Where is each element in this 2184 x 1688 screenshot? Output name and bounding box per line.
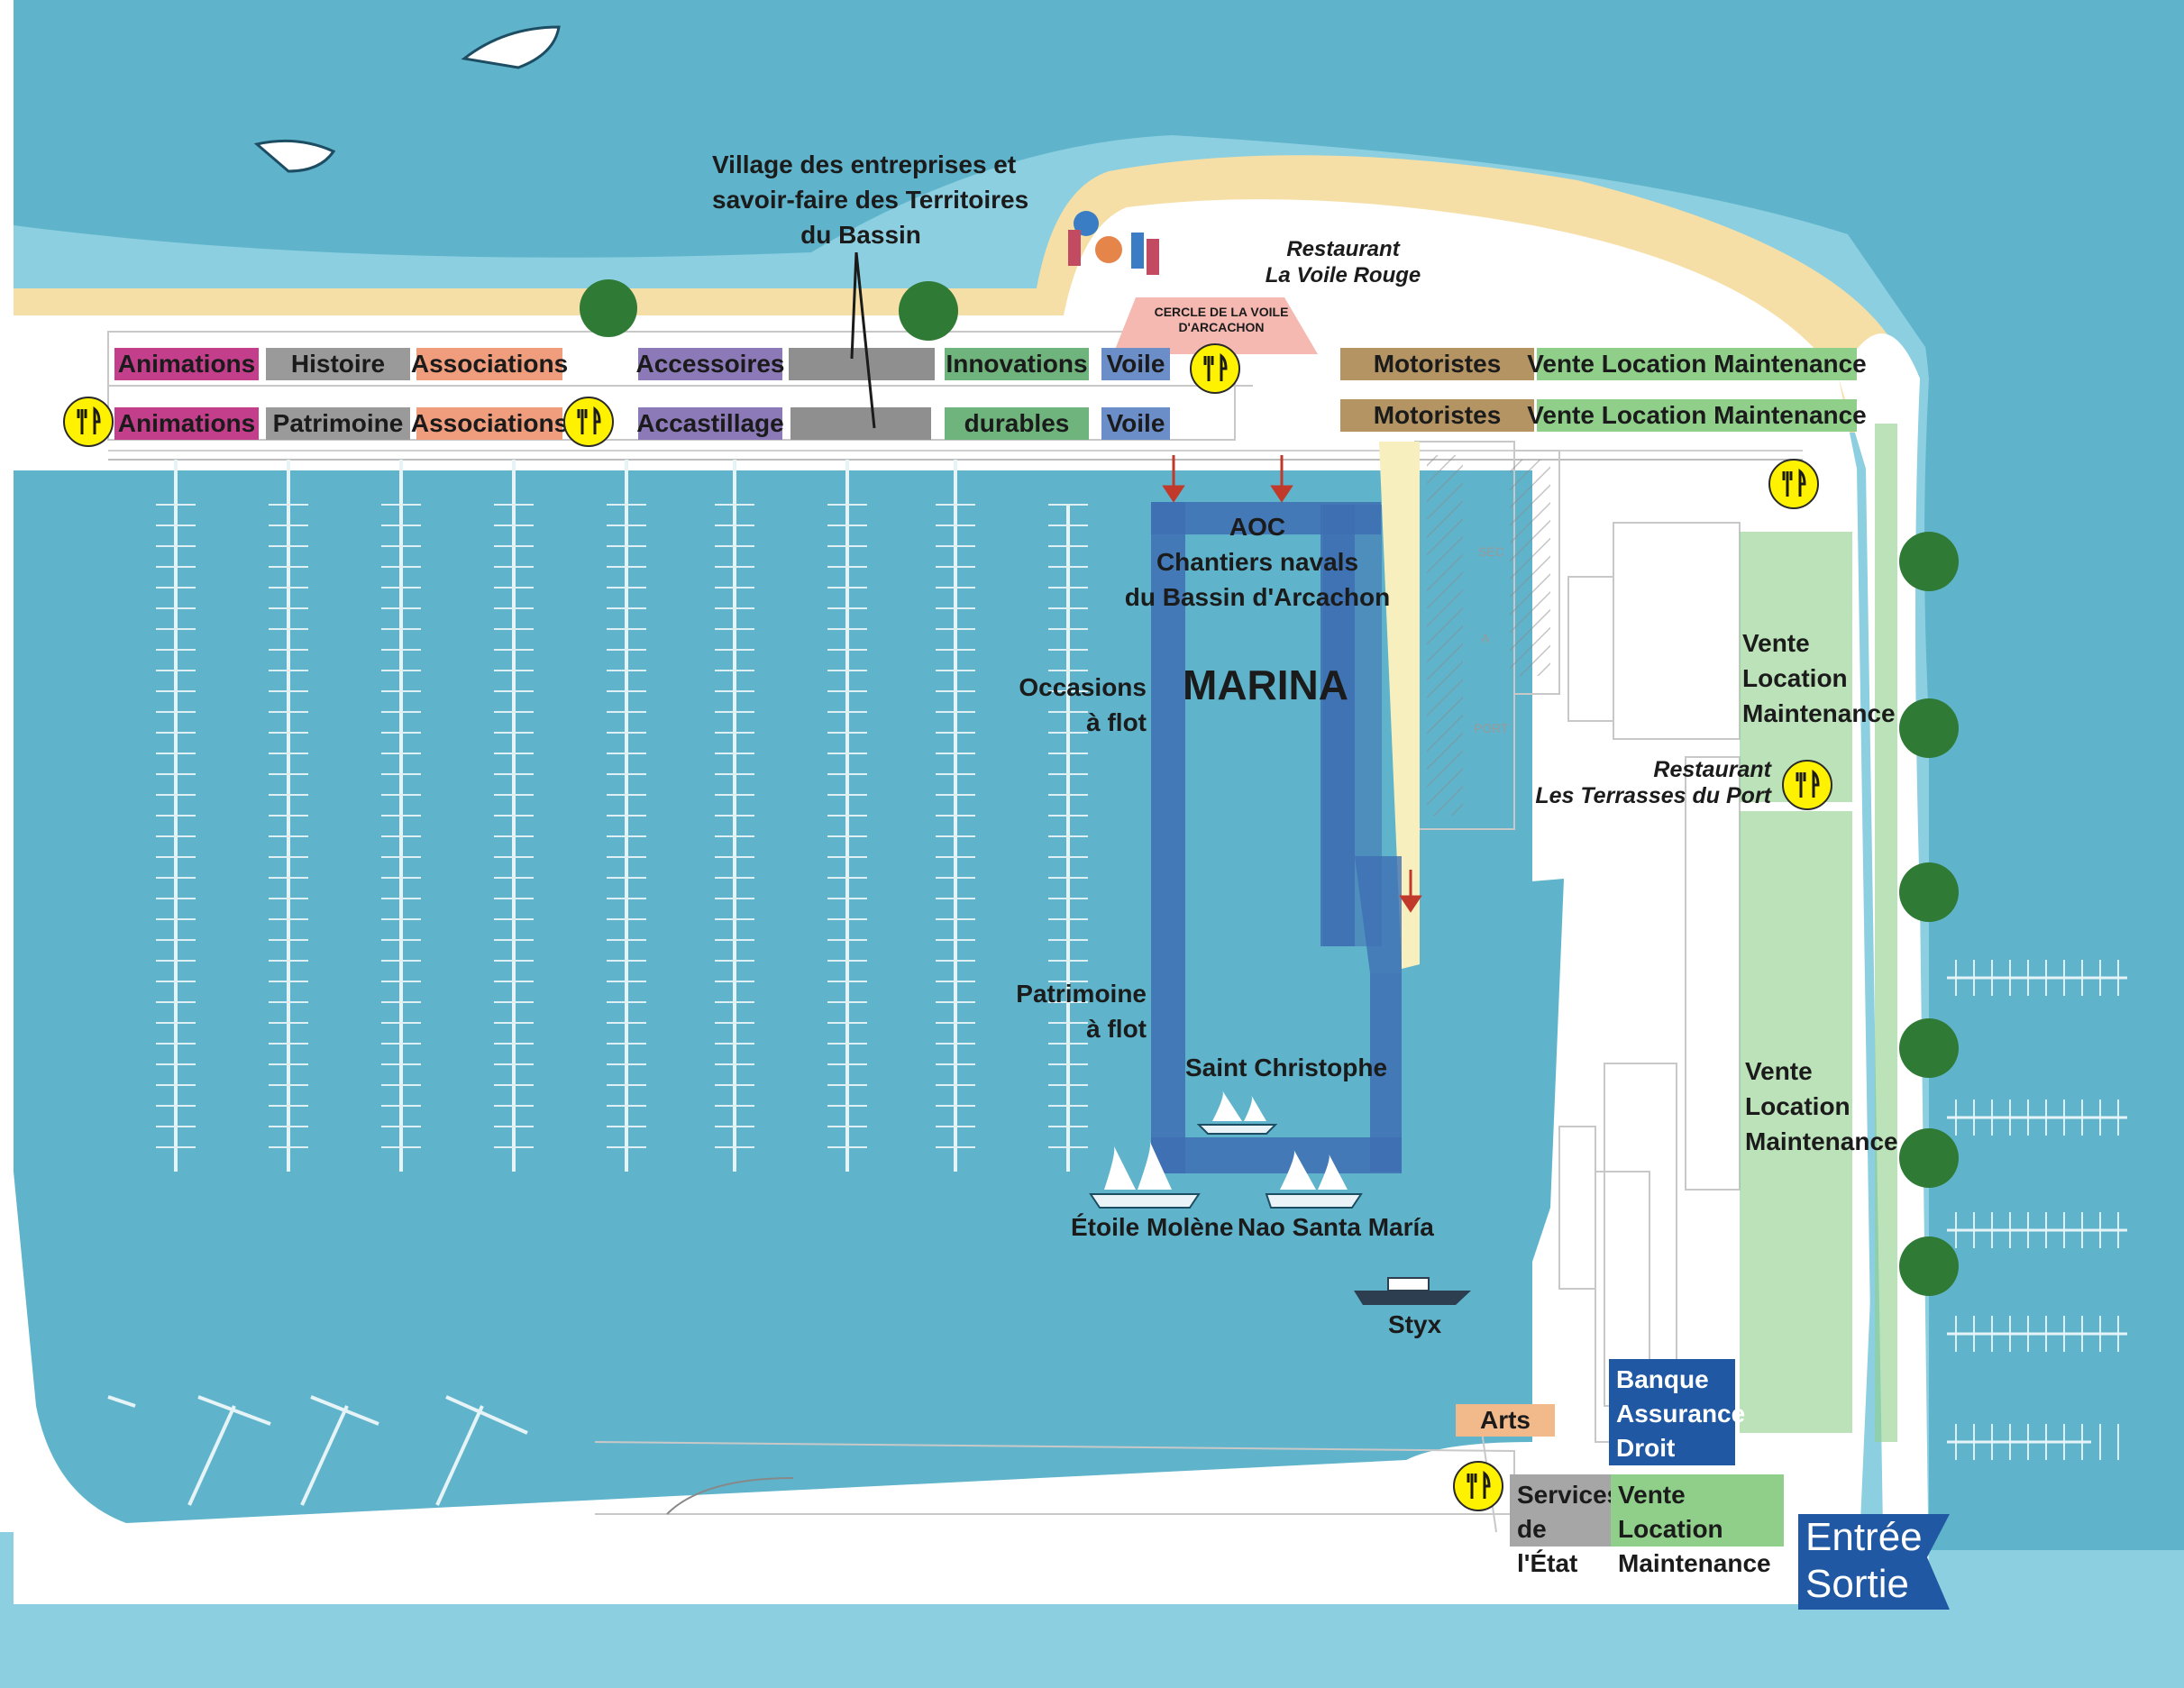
- nao-santa-maria-label: Nao Santa María: [1238, 1213, 1434, 1241]
- parasol-icons: [1068, 211, 1159, 275]
- patrol-boat-icon: [1354, 1277, 1471, 1305]
- restaurant-icon[interactable]: [1453, 1461, 1503, 1511]
- band-accastillage: Accastillage: [636, 407, 784, 440]
- block-banque: Banque Assurance Droit: [1609, 1359, 1745, 1465]
- saint-christophe-label: Saint Christophe: [1185, 1054, 1388, 1081]
- etoile-molene-label: Étoile Molène: [1071, 1213, 1234, 1241]
- sec-text: SEC: [1478, 544, 1504, 559]
- band-animations-1: Animations: [114, 348, 259, 380]
- restaurant-icon[interactable]: [1782, 760, 1832, 810]
- motorboat-icons: [253, 25, 561, 173]
- marina-label: MARINA: [1183, 662, 1348, 708]
- sailing-ship-icons: [1089, 1090, 1363, 1209]
- band-accessoires: Accessoires: [636, 348, 785, 380]
- tree-icons: [580, 279, 1959, 1296]
- band-associations-1: Associations: [411, 348, 568, 380]
- restaurant-icon[interactable]: [1190, 343, 1240, 394]
- band-animations-2: Animations: [114, 407, 259, 440]
- styx-label: Styx: [1388, 1310, 1442, 1338]
- band-arts: Arts: [1456, 1404, 1555, 1437]
- band-durables: durables: [945, 407, 1089, 440]
- vlm-right-bottom-label: Vente Location Maintenance: [1745, 1057, 1898, 1155]
- entree-sign: [1798, 1514, 1950, 1610]
- restaurant-terrasses-label: Restaurant Les Terrasses du Port: [1535, 757, 1771, 808]
- band-motoristes-1: Motoristes: [1340, 348, 1534, 380]
- aoc-label: AOC Chantiers navals du Bassin d'Arcacho…: [1124, 513, 1391, 611]
- block-vlm-bottom: Vente Location Maintenance: [1611, 1474, 1784, 1577]
- village-label: Village des entreprises et savoir-faire …: [712, 151, 1029, 249]
- village-pointer-lines: [850, 252, 876, 429]
- restaurant-icon[interactable]: [63, 397, 114, 447]
- band-patrimoine: Patrimoine: [266, 407, 410, 440]
- cercle-label: CERCLE DE LA VOILE D'ARCACHON: [1154, 305, 1289, 334]
- restaurant-icon[interactable]: [1768, 459, 1819, 509]
- cercle-building: [1113, 297, 1318, 354]
- band-histoire: Histoire: [266, 348, 410, 380]
- band-vlm-2: Vente Location Maintenance: [1527, 399, 1867, 432]
- down-arrow-icons: [1162, 455, 1422, 913]
- harbour-basin: [14, 470, 1532, 1523]
- band-motoristes-2: Motoristes: [1340, 399, 1534, 432]
- vlm-right-top-label: Vente Location Maintenance: [1742, 629, 1896, 727]
- restaurant-voile-rouge-label: Restaurant La Voile Rouge: [1265, 237, 1421, 287]
- a-text: A: [1481, 631, 1490, 645]
- patrimoine-flot-label: Patrimoine à flot: [1016, 980, 1147, 1043]
- band-innovations: Innovations: [945, 348, 1089, 380]
- band-associations-2: Associations: [411, 407, 568, 440]
- band-voile-2: Voile: [1101, 407, 1170, 440]
- restaurant-icon[interactable]: [563, 397, 614, 447]
- band-voile-1: Voile: [1101, 348, 1170, 380]
- band-vlm-1: Vente Location Maintenance: [1527, 348, 1867, 380]
- block-services: Services de l'État: [1510, 1474, 1621, 1577]
- port-text: PORT: [1474, 721, 1509, 735]
- occasions-label: Occasions à flot: [1019, 673, 1147, 736]
- entree-sortie-label[interactable]: Entrée Sortie: [1805, 1515, 1923, 1606]
